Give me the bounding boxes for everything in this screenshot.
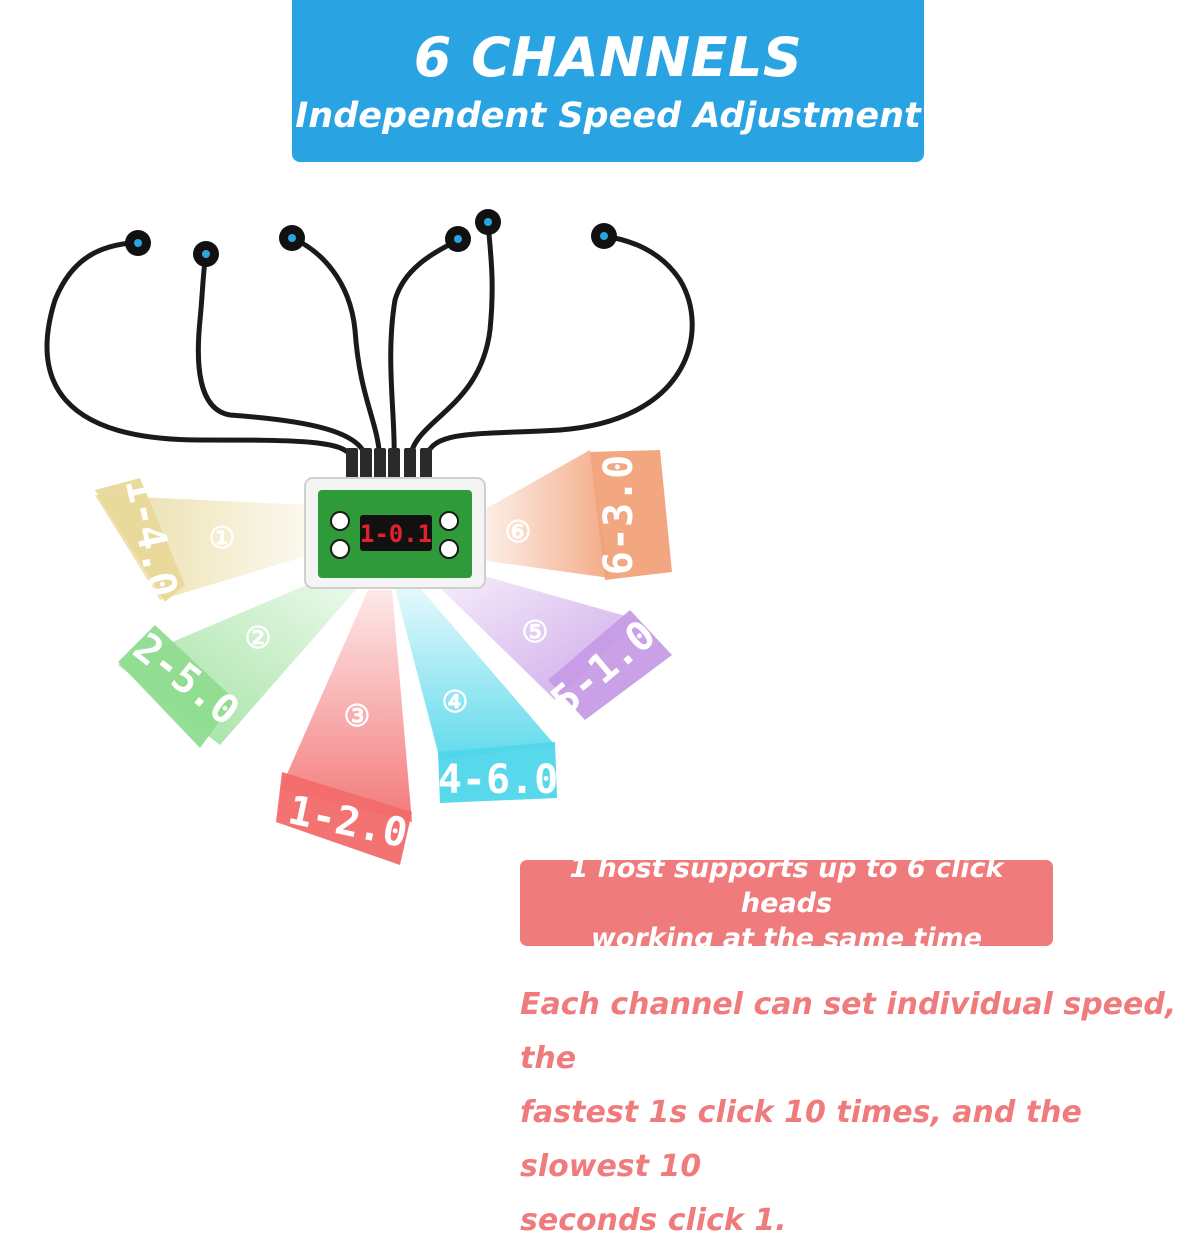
click-head-6	[591, 223, 617, 249]
beam-channel-6: ⑥ 6-3.0	[480, 450, 672, 580]
callout-line-2: working at the same time	[590, 922, 983, 954]
connector-plugs	[346, 448, 432, 480]
speed-description: Each channel can set individual speed, t…	[520, 978, 1185, 1248]
channel-3-number: ③	[344, 699, 371, 734]
host-device: 1-0.1	[304, 477, 486, 589]
channel-2-number: ②	[245, 621, 272, 656]
button-pause	[439, 539, 459, 559]
click-head-2	[193, 241, 219, 267]
channel-6-number: ⑥	[505, 515, 532, 550]
cable-4	[388, 237, 461, 463]
device-screen-readout: 1-0.1	[360, 520, 432, 548]
device-screen	[360, 515, 432, 551]
button-select	[439, 511, 459, 531]
callout-line-1: 1 host supports up to 6 click heads	[569, 852, 1004, 919]
beam-channel-1: ① 1-4.0	[95, 474, 310, 602]
description-line-1: Each channel can set individual speed, t…	[520, 987, 1177, 1076]
channel-4-number: ④	[442, 685, 469, 720]
cables	[44, 219, 695, 463]
description-line-2: fastest 1s click 10 times, and the slowe…	[520, 1095, 1082, 1184]
channel-6-readout: 6-3.0	[596, 455, 642, 575]
cable-6	[423, 233, 695, 463]
channel-5-number: ⑤	[522, 615, 549, 650]
cable-2	[195, 252, 369, 463]
channel-beams: ① 1-4.0 ② 2-5.0 ③ 1-2.0 ④ 4-6.0 ⑤ 5-1.0	[95, 450, 672, 865]
click-head-3	[279, 225, 305, 251]
cable-1	[44, 239, 355, 463]
beam-channel-4: ④ 4-6.0	[395, 588, 558, 803]
click-head-1	[125, 230, 151, 256]
cable-5	[407, 219, 495, 463]
channel-4-readout: 4-6.0	[438, 757, 558, 803]
click-head-4	[445, 226, 471, 252]
clicker-device-illustration: ① 1-4.0 ② 2-5.0 ③ 1-2.0 ④ 4-6.0 ⑤ 5-1.0	[44, 209, 695, 865]
click-head-5	[475, 209, 501, 235]
click-heads	[125, 209, 617, 267]
channel-1-number: ①	[209, 521, 236, 556]
banner-subtitle: Independent Speed Adjustment	[295, 96, 921, 136]
title-banner: 6 CHANNELS Independent Speed Adjustment	[292, 0, 924, 162]
host-capacity-callout: 1 host supports up to 6 click heads work…	[520, 853, 1053, 954]
beam-channel-3: ③ 1-2.0	[276, 590, 412, 865]
button-add	[330, 511, 350, 531]
cable-3	[289, 235, 383, 463]
button-subtract	[330, 539, 350, 559]
description-line-3: seconds click 1.	[520, 1203, 787, 1238]
banner-title: 6 CHANNELS	[413, 26, 803, 89]
